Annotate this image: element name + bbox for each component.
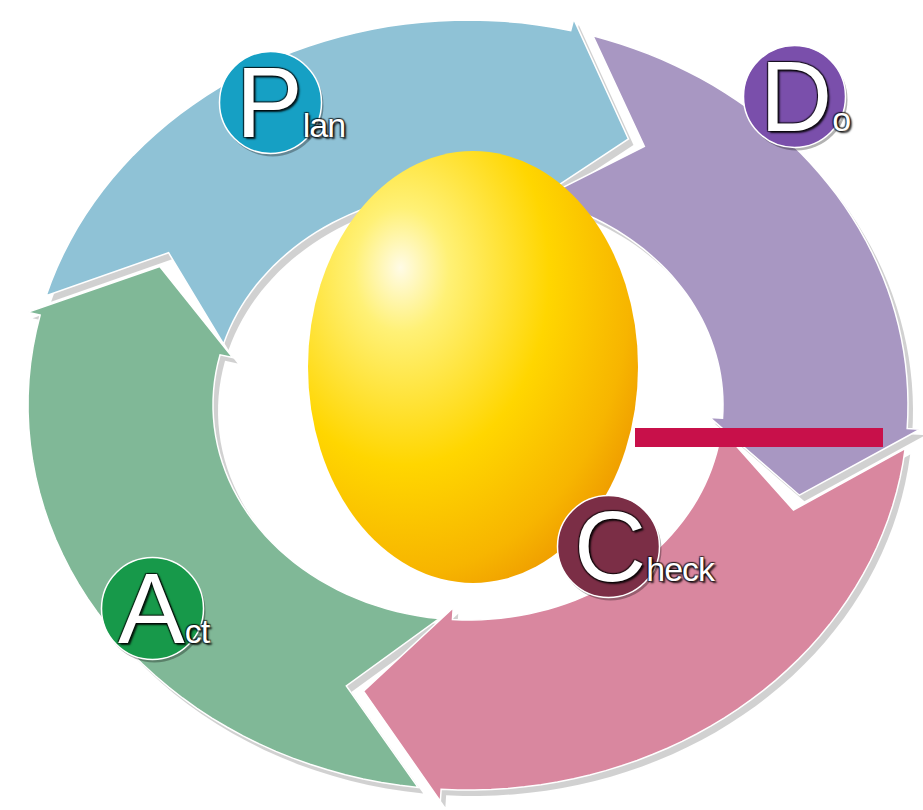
ring-segments: [28, 19, 921, 801]
phase-badge: Act: [100, 556, 214, 661]
phase-name: Do: [742, 44, 855, 172]
phase-name: Act: [100, 556, 214, 684]
accent-bar: [635, 428, 883, 447]
phase-name: Plan: [218, 50, 350, 178]
phase-badge: Plan: [218, 50, 350, 155]
phase-badge: Check: [556, 494, 719, 599]
phase-badge: Do: [742, 44, 855, 149]
phase-name: Check: [556, 494, 719, 622]
